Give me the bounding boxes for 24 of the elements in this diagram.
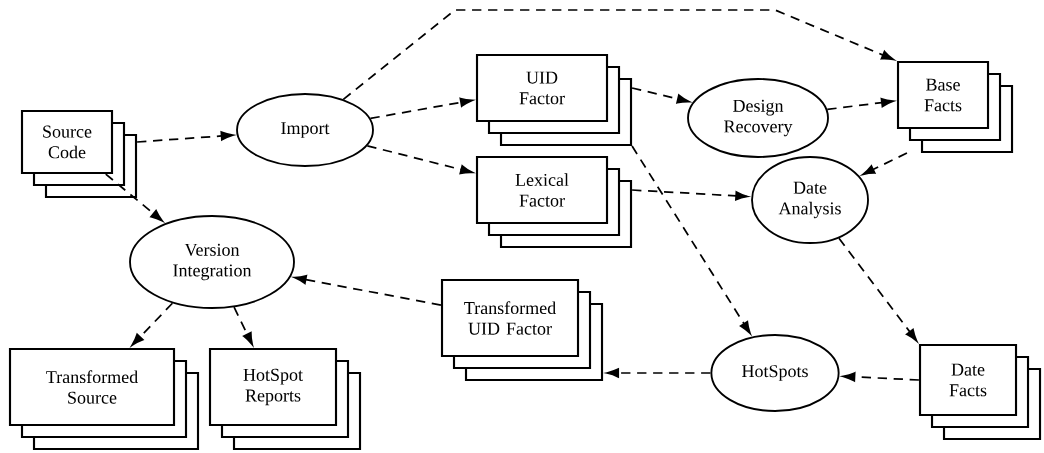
document-stack: HotSpot Reports [208,347,362,451]
document-stack: Base Facts [896,60,1014,154]
arrow [631,189,749,201]
document-stack: Lexical Factor [475,155,633,249]
document-stack: Source Code [20,109,138,199]
arrow [606,368,712,378]
arrow [233,306,254,346]
arrow [631,145,751,335]
arrow [366,144,473,175]
arrow [104,173,163,222]
arrow [131,302,174,346]
arrow [342,9,895,101]
document-stack: Transformed Source [8,347,200,451]
arrow [293,274,442,306]
arrow [862,152,908,176]
arrow [826,97,894,111]
document-stack: Date Facts [918,343,1042,441]
arrow [838,237,918,342]
document-stack: UID Factor [475,53,633,147]
document-stack: Transformed UID Factor [440,278,604,382]
arrow [136,131,234,143]
arrow [369,97,473,120]
arrow [631,87,690,104]
arrow [842,372,920,382]
